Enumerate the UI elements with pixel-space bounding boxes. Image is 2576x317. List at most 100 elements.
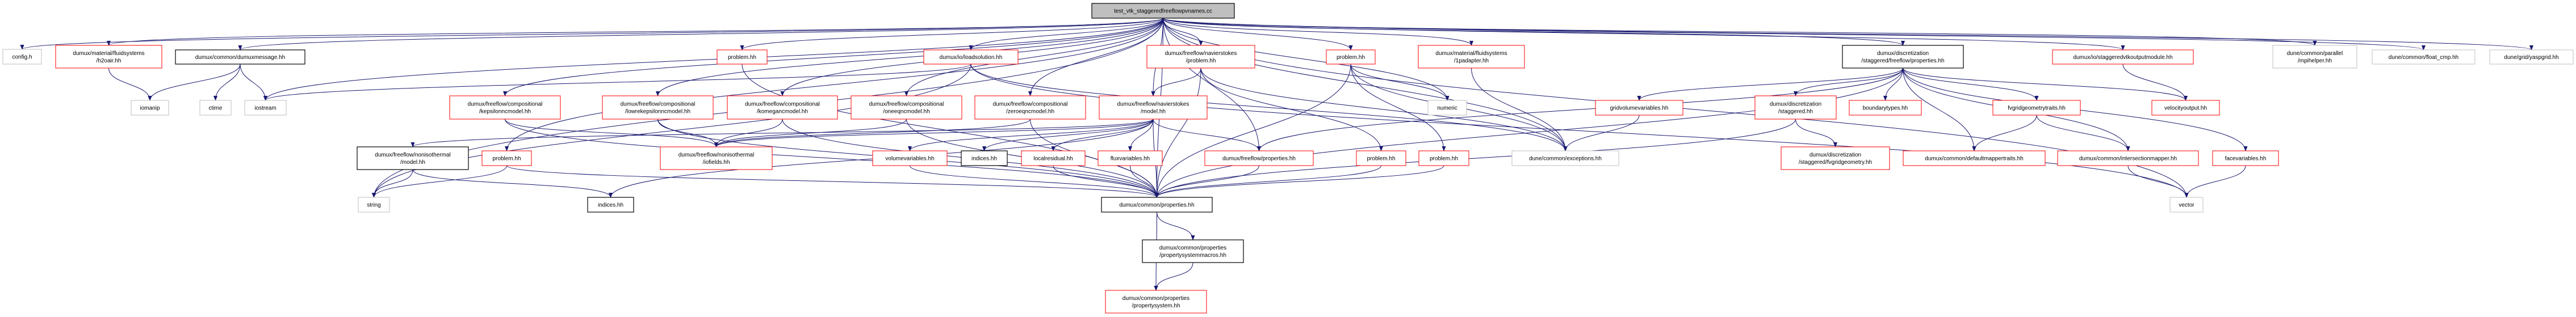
node-box[interactable] xyxy=(717,49,768,65)
node-problem_c[interactable]: problem.hh xyxy=(1356,150,1406,166)
node-box[interactable] xyxy=(1146,45,1255,69)
node-box[interactable] xyxy=(449,95,561,120)
node-psmacros[interactable]: dumux/common/properties/propertysystemma… xyxy=(1142,239,1244,263)
node-box[interactable] xyxy=(1842,45,1964,69)
node-dumuxmessage[interactable]: dumux/common/dumuxmessage.hh xyxy=(175,49,305,65)
node-box[interactable] xyxy=(357,146,469,170)
node-discstaggered[interactable]: dumux/discretization/staggered.hh xyxy=(1754,95,1837,120)
node-box[interactable] xyxy=(199,100,232,116)
node-loadsolution[interactable]: dumux/io/loadsolution.hh xyxy=(923,49,1019,65)
node-box[interactable] xyxy=(727,95,838,120)
node-box[interactable] xyxy=(175,49,305,65)
node-box[interactable] xyxy=(2489,49,2574,65)
node-box[interactable] xyxy=(1098,150,1163,166)
node-box[interactable] xyxy=(602,95,714,120)
node-problem_e[interactable]: problem.hh xyxy=(481,150,532,166)
node-kepsilon[interactable]: dumux/freeflow/compositional/kepsilonncm… xyxy=(449,95,561,120)
node-zeroeq[interactable]: dumux/freeflow/compositional/zeroeqncmod… xyxy=(974,95,1086,120)
node-iomanip[interactable]: iomanip xyxy=(131,100,169,116)
node-problem_b[interactable]: problem.hh xyxy=(1326,49,1376,65)
node-box[interactable] xyxy=(244,100,287,116)
node-box[interactable] xyxy=(2151,100,2220,116)
node-mpihelper[interactable]: dune/common/parallel/mpihelper.hh xyxy=(2272,45,2357,69)
node-box[interactable] xyxy=(2057,150,2199,166)
node-komega[interactable]: dumux/freeflow/compositional/komegancmod… xyxy=(727,95,838,120)
node-ffproperties[interactable]: dumux/freeflow/properties.hh xyxy=(1204,150,1314,166)
node-fvggtraits[interactable]: fvgridgeometrytraits.hh xyxy=(1992,100,2081,116)
node-box[interactable] xyxy=(1903,150,2046,166)
node-problem_a[interactable]: problem.hh xyxy=(717,49,768,65)
node-nsmodel[interactable]: dumux/freeflow/navierstokes/model.hh xyxy=(1099,95,1208,120)
node-box[interactable] xyxy=(660,146,773,170)
node-box[interactable] xyxy=(1091,3,1235,19)
node-ctime[interactable]: ctime xyxy=(199,100,232,116)
node-volvars[interactable]: volumevariables.hh xyxy=(872,150,948,166)
node-padapter[interactable]: dumux/material/fluidsystems/1padapter.hh xyxy=(1418,45,1525,69)
node-propsystem[interactable]: dumux/common/properties/propertysystem.h… xyxy=(1105,290,1207,314)
node-box[interactable] xyxy=(1418,45,1525,69)
node-exceptions[interactable]: dune/common/exceptions.hh xyxy=(1511,150,1619,166)
node-vector[interactable]: vector xyxy=(2169,197,2204,213)
node-gridvolvars[interactable]: gridvolumevariables.hh xyxy=(1595,100,1683,116)
node-box[interactable] xyxy=(1849,100,1922,116)
node-box[interactable] xyxy=(1595,100,1683,116)
node-box[interactable] xyxy=(2372,49,2476,65)
node-h2oair[interactable]: dumux/material/fluidsystems/h2oair.hh xyxy=(55,45,162,69)
node-box[interactable] xyxy=(961,150,1008,166)
node-box[interactable] xyxy=(1992,100,2081,116)
node-box[interactable] xyxy=(1099,95,1208,120)
node-box[interactable] xyxy=(55,45,162,69)
node-box[interactable] xyxy=(1511,150,1619,166)
node-iofields[interactable]: dumux/freeflow/nonisothermal/iofields.hh xyxy=(660,146,773,170)
node-lowrekeps[interactable]: dumux/freeflow/compositional/lowrekepsil… xyxy=(602,95,714,120)
node-velocityoutput[interactable]: velocityoutput.hh xyxy=(2151,100,2220,116)
node-fvgridgeom[interactable]: dumux/discretization/staggered/fvgridgeo… xyxy=(1781,146,1890,170)
node-boundarytypes[interactable]: boundarytypes.hh xyxy=(1849,100,1922,116)
node-indices_a[interactable]: indices.hh xyxy=(587,197,634,213)
node-box[interactable] xyxy=(2,49,42,65)
node-facevars[interactable]: facevariables.hh xyxy=(2212,150,2279,166)
node-box[interactable] xyxy=(974,95,1086,120)
node-oneeq[interactable]: dumux/freeflow/compositional/oneeqncmode… xyxy=(851,95,962,120)
node-box[interactable] xyxy=(923,49,1019,65)
node-box[interactable] xyxy=(481,150,532,166)
node-main[interactable]: test_vtk_staggeredfreeflowpvnames.cc xyxy=(1091,3,1235,19)
node-box[interactable] xyxy=(872,150,948,166)
node-intersectionmapper[interactable]: dumux/common/intersectionmapper.hh xyxy=(2057,150,2199,166)
node-box[interactable] xyxy=(1326,49,1376,65)
node-box[interactable] xyxy=(1781,146,1890,170)
node-vtkoutput[interactable]: dumux/io/staggeredvtkoutputmodule.hh xyxy=(2052,49,2194,65)
node-numeric[interactable]: numeric xyxy=(1427,100,1467,116)
node-box[interactable] xyxy=(1142,239,1244,263)
node-box[interactable] xyxy=(587,197,634,213)
node-box[interactable] xyxy=(1204,150,1314,166)
node-box[interactable] xyxy=(2272,45,2357,69)
node-box[interactable] xyxy=(2169,197,2204,213)
node-sffprops[interactable]: dumux/discretization/staggered/freeflow/… xyxy=(1842,45,1964,69)
node-string[interactable]: string xyxy=(358,197,390,213)
node-box[interactable] xyxy=(851,95,962,120)
node-box[interactable] xyxy=(358,197,390,213)
node-box[interactable] xyxy=(1101,197,1213,213)
node-box[interactable] xyxy=(2212,150,2279,166)
node-box[interactable] xyxy=(1105,290,1207,314)
node-fluxvars[interactable]: fluxvariables.hh xyxy=(1098,150,1163,166)
node-box[interactable] xyxy=(1427,100,1467,116)
node-floatcmp[interactable]: dune/common/float_cmp.hh xyxy=(2372,49,2476,65)
node-box[interactable] xyxy=(1754,95,1837,120)
node-problem_d[interactable]: problem.hh xyxy=(1418,150,1469,166)
node-yaspgrid[interactable]: dune/grid/yaspgrid.hh xyxy=(2489,49,2574,65)
node-box[interactable] xyxy=(131,100,169,116)
node-indices_b[interactable]: indices.hh xyxy=(961,150,1008,166)
node-commonprops[interactable]: dumux/common/properties.hh xyxy=(1101,197,1213,213)
node-localres[interactable]: localresidual.hh xyxy=(1021,150,1086,166)
node-config[interactable]: config.h xyxy=(2,49,42,65)
node-box[interactable] xyxy=(1356,150,1406,166)
node-iostream[interactable]: iostream xyxy=(244,100,287,116)
node-box[interactable] xyxy=(2052,49,2194,65)
node-defaultmapper[interactable]: dumux/common/defaultmappertraits.hh xyxy=(1903,150,2046,166)
node-nsproblem[interactable]: dumux/freeflow/navierstokes/problem.hh xyxy=(1146,45,1255,69)
node-box[interactable] xyxy=(1418,150,1469,166)
node-nonisomodel[interactable]: dumux/freeflow/nonisothermal/model.hh xyxy=(357,146,469,170)
node-box[interactable] xyxy=(1021,150,1086,166)
